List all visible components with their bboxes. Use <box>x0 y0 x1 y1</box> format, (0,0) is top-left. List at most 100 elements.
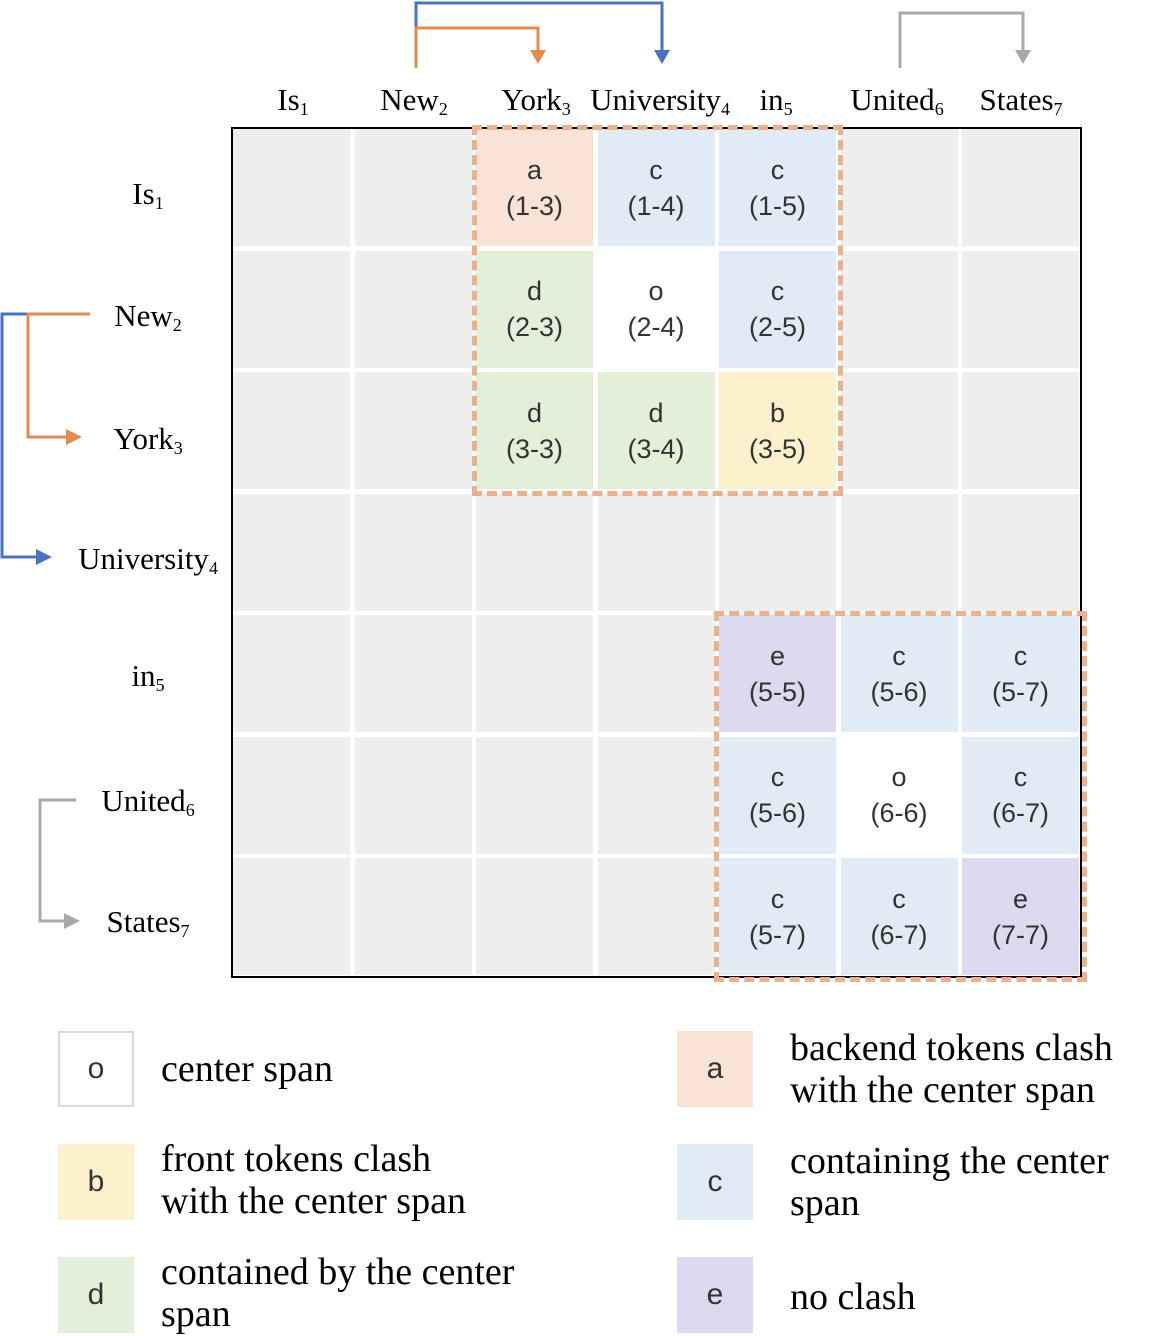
cell-type-label: c <box>770 883 785 914</box>
token-word: New <box>114 298 173 333</box>
token-index: 4 <box>208 558 218 578</box>
legend-description-line: contained by the center <box>161 1251 515 1293</box>
cell-span-label: (1-3) <box>505 190 563 221</box>
arrow-head-states-top <box>1015 50 1031 64</box>
legend-swatch: d <box>58 1257 134 1333</box>
token-index: 6 <box>934 99 944 119</box>
matrix-cell-c: c (2-5) <box>719 250 836 368</box>
column-token-states: States7 <box>979 82 1062 120</box>
cell-span-label: (5-6) <box>748 798 806 828</box>
column-token-united: United6 <box>850 82 943 120</box>
token-word: University <box>590 82 721 117</box>
token-word: Is <box>277 82 300 117</box>
column-token-university: University4 <box>590 82 730 120</box>
legend-swatch: a <box>677 1031 753 1107</box>
matrix-cell-empty <box>233 858 350 975</box>
matrix-cell-empty <box>597 736 715 854</box>
matrix-cell-c: c(5-6) <box>719 736 836 854</box>
column-token-york: York3 <box>501 82 571 120</box>
matrix-cell-e: e (5-5) <box>719 615 836 732</box>
matrix-cell-empty <box>233 129 350 246</box>
arrow-head-university-top <box>654 50 670 64</box>
matrix-cell-empty <box>597 858 715 975</box>
cell-span-label: (5-5) <box>748 676 806 707</box>
cell-span-label: (2-3) <box>505 312 563 342</box>
legend-swatch: o <box>58 1031 134 1107</box>
matrix-cell-empty <box>233 250 350 368</box>
token-index: 1 <box>299 99 309 119</box>
cell-span-label: (3-3) <box>505 433 563 464</box>
token-index: 2 <box>172 315 182 335</box>
matrix-cell-empty <box>476 615 593 732</box>
cell-span-label: (5-7) <box>748 919 806 950</box>
row-token-is: Is1 <box>132 176 163 214</box>
matrix-cell-empty <box>476 736 593 854</box>
legend-description-line: span <box>161 1293 231 1335</box>
dependency-arrows <box>0 1 1031 929</box>
arrow-new-to-york-left <box>26 312 90 439</box>
token-index: 3 <box>173 438 183 458</box>
token-index: 4 <box>720 99 730 119</box>
token-index: 3 <box>561 99 571 119</box>
token-word: United <box>850 82 935 117</box>
cell-span-label: (3-5) <box>748 433 806 464</box>
matrix-cell-empty <box>233 736 350 854</box>
left-arrows <box>0 312 90 929</box>
row-token-in: in5 <box>131 658 164 696</box>
cell-type-label: o <box>648 276 664 306</box>
token-word: States <box>106 904 181 939</box>
matrix-cell-d: d(3-3) <box>476 372 593 489</box>
arrow-united-to-states-left <box>38 798 76 923</box>
matrix-cell-c: c(5-7) <box>962 615 1079 732</box>
column-token-is: Is1 <box>277 82 308 120</box>
token-word: United <box>101 783 186 818</box>
token-index: 5 <box>783 99 793 119</box>
token-word: in <box>759 82 784 117</box>
legend-description-line: with the center span <box>161 1180 466 1222</box>
legend-swatch: b <box>58 1144 134 1220</box>
arrow-head-york-top <box>530 50 546 64</box>
cell-type-label: e <box>1012 883 1029 914</box>
cell-type-label: c <box>892 883 906 914</box>
cell-type-label: c <box>649 154 663 185</box>
matrix-cell-empty <box>354 736 472 854</box>
matrix-cell-c: c (5-7) <box>719 858 836 975</box>
matrix-cell-empty <box>233 493 350 611</box>
cell-type-label: c <box>770 276 785 306</box>
token-index: 5 <box>155 675 165 695</box>
matrix-cell-empty <box>354 858 472 975</box>
cell-span-label: (5-7) <box>991 676 1049 707</box>
matrix-cell-empty <box>354 372 472 489</box>
cell-type-label: a <box>526 154 543 185</box>
token-index: 1 <box>154 193 164 213</box>
cell-span-label: (2-5) <box>748 312 806 342</box>
token-word: York <box>113 421 174 456</box>
legend-description: no clash <box>790 1276 916 1318</box>
token-word: States <box>979 82 1054 117</box>
span-matrix: a(1-3)c(1-4)c(1-5)d(2-3)o(2-4)c(2-5)d(3-… <box>231 127 1082 978</box>
matrix-cell-e: e(7-7) <box>962 858 1079 975</box>
legend-swatch: c <box>677 1144 753 1220</box>
cell-span-label: (6-7) <box>870 919 928 950</box>
matrix-cell-c: c(6-7) <box>962 736 1079 854</box>
arrow-head-york-left <box>66 429 82 445</box>
arrow-united-to-states-top <box>898 11 1025 68</box>
top-arrows <box>414 1 1031 68</box>
token-word: in <box>131 658 156 693</box>
token-word: University <box>78 541 209 576</box>
row-token-states: States7 <box>106 904 189 942</box>
matrix-cell-empty <box>719 493 836 611</box>
matrix-cell-empty <box>962 250 1079 368</box>
matrix-cell-d: d(2-3) <box>476 250 593 368</box>
legend-swatch: e <box>677 1257 753 1333</box>
token-index: 7 <box>1053 99 1063 119</box>
cell-type-label: e <box>769 640 786 671</box>
legend-description-line: span <box>790 1182 860 1224</box>
matrix-cell-empty <box>354 493 472 611</box>
